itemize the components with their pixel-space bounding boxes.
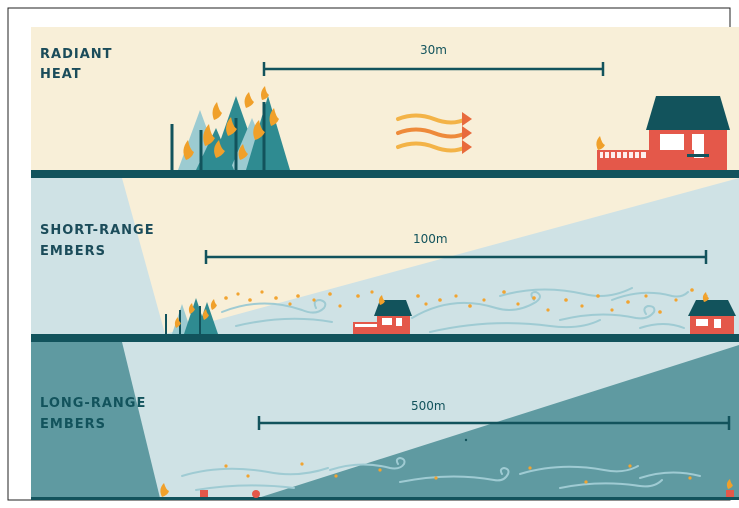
- distance-marker-100m: [204, 250, 708, 264]
- ember-dots-icon: [224, 288, 708, 314]
- small-burning-forest-icon: [165, 298, 218, 334]
- radiant-heat-arrows-icon: [396, 112, 472, 154]
- distance-marker-30m: [262, 62, 605, 76]
- radiant-heat-background: [31, 27, 739, 170]
- distance-label-30m: 30m: [420, 43, 447, 57]
- wind-swirl-icon: [221, 287, 689, 333]
- short-range-label-line-1: SHORT-RANGE: [40, 223, 155, 238]
- house-icon: [596, 96, 730, 170]
- house-icon-mid: [353, 295, 412, 334]
- short-range-embers-label: SHORT-RANGE EMBERS: [40, 223, 160, 259]
- ground-bar-long-range: [31, 497, 739, 500]
- ground-bar-radiant: [31, 170, 739, 178]
- distance-label-500m: 500m: [411, 399, 446, 413]
- short-range-ember-cone: [31, 178, 165, 334]
- long-range-embers-label: LONG-RANGE EMBERS: [40, 396, 152, 432]
- distance-marker-500m: [257, 416, 731, 430]
- long-range-label-line-1: LONG-RANGE: [40, 396, 146, 411]
- long-range-wind-swirl-icon: [181, 456, 701, 491]
- long-range-fire-icon: [160, 479, 734, 498]
- burning-forest-icon: [170, 86, 290, 170]
- house-icon-far: [688, 292, 736, 334]
- long-range-ember-dots-icon: [224, 438, 692, 484]
- long-range-label-line-2: EMBERS: [40, 417, 106, 432]
- radiant-heat-label-line-1: RADIANT: [40, 47, 113, 62]
- long-range-ember-cone: [122, 342, 739, 498]
- short-range-label-line-2: EMBERS: [40, 244, 106, 259]
- radiant-heat-label: RADIANT HEAT: [40, 47, 118, 82]
- radiant-heat-label-line-2: HEAT: [40, 67, 82, 82]
- distance-label-100m: 100m: [413, 232, 448, 246]
- ground-bar-short-range: [31, 334, 739, 342]
